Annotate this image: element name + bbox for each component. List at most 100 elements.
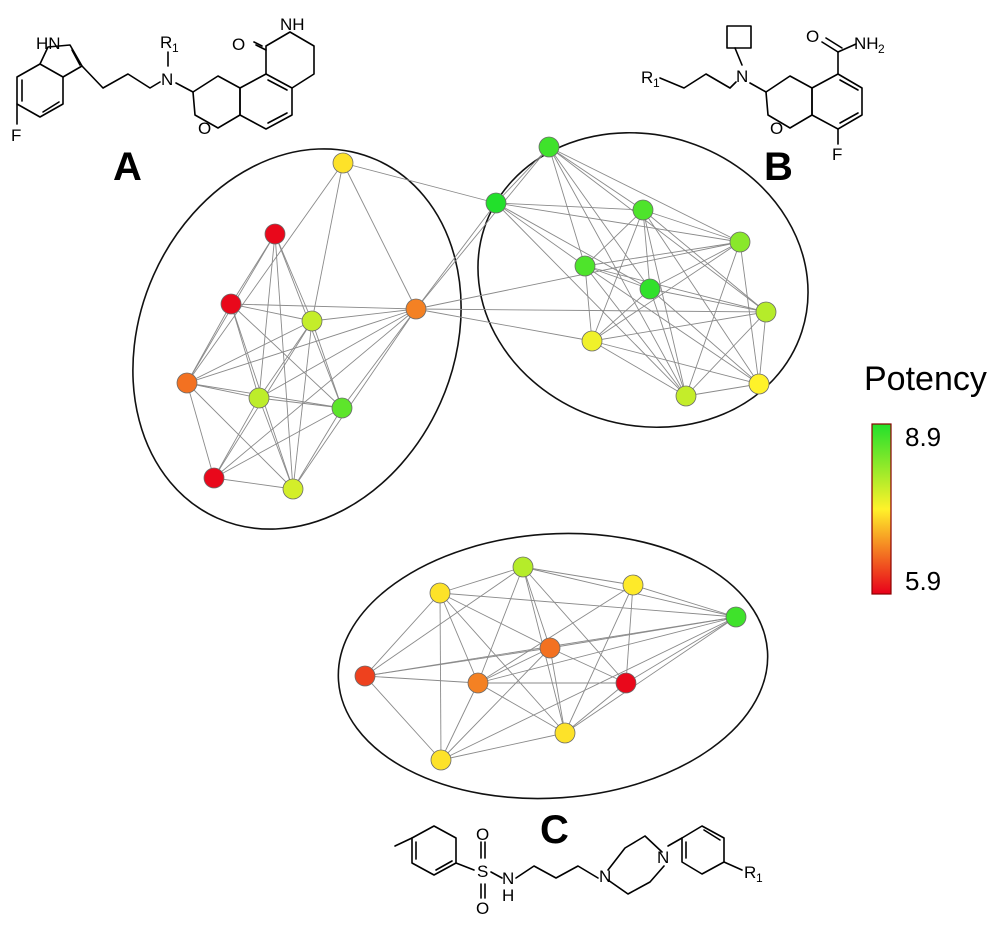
network-edge-b8-b10 <box>591 340 760 385</box>
struct-c-h: H <box>502 886 514 905</box>
struct-c-s: S <box>477 862 488 881</box>
network-edge-b4-b5 <box>584 241 741 267</box>
network-node-a3 <box>220 293 242 315</box>
struct-c-n-right: N <box>657 848 669 867</box>
network-edge-a5-a8 <box>341 308 417 409</box>
struct-b-r-sub: 1 <box>653 76 660 90</box>
struct-c-r-sub: 1 <box>756 871 763 885</box>
network-edge-a8-a10 <box>292 407 343 490</box>
network-node-c10 <box>430 749 452 771</box>
network-edge-a1-a4 <box>311 162 344 322</box>
network-edge-a4-a8 <box>311 320 343 409</box>
network-edge-c2-c5 <box>439 592 737 618</box>
network-edge-b1-b2 <box>495 146 550 204</box>
struct-c-nh: N <box>502 869 514 888</box>
network-edge-c1-c2 <box>364 592 441 677</box>
network-edge-b2-b3 <box>495 202 644 211</box>
network-edge-c4-c8 <box>625 584 634 684</box>
network-edge-b3-b8 <box>591 209 644 342</box>
network-edge-b7-b8 <box>591 311 767 342</box>
network-edge-b3-b6 <box>642 209 651 290</box>
network-edge-a4-a6 <box>186 320 313 384</box>
network-edge-b6-b9 <box>649 288 687 397</box>
network-edge-a3-a5 <box>230 303 417 310</box>
network-edge-b5-b8 <box>584 265 593 342</box>
network-edge-c6-c7 <box>477 647 551 684</box>
network-edge-a3-a7 <box>230 303 260 399</box>
struct-b-r: R <box>641 68 653 87</box>
network-edge-a2-a4 <box>274 233 313 322</box>
network-edge-a2-a7 <box>258 233 276 399</box>
network-node-c1 <box>354 665 376 687</box>
network-edge-c5-c9 <box>564 616 737 734</box>
struct-c-o-bottom: O <box>476 899 489 918</box>
network-edge-b6-b8 <box>591 288 651 342</box>
legend-min-label: 5.9 <box>905 566 941 596</box>
network-node-b7 <box>755 301 777 323</box>
network-edge-c5-c10 <box>440 616 737 761</box>
network-edge-c6-c8 <box>549 647 627 684</box>
network-node-b8 <box>581 330 603 352</box>
network-node-a2 <box>264 223 286 245</box>
struct-a-o-carbonyl: O <box>232 35 245 54</box>
network-edge-c2-c6 <box>439 592 551 649</box>
network-edge-b7-b9 <box>685 311 767 397</box>
cluster-label-b: B <box>764 145 793 189</box>
network-edge-c5-c8 <box>625 616 737 684</box>
network-edge-b3-b4 <box>642 209 741 243</box>
potency-legend: Potency 8.9 5.9 <box>864 360 987 596</box>
network-nodes <box>176 136 777 771</box>
struct-c-r: R <box>744 863 756 882</box>
network-edge-a6-a7 <box>186 382 260 399</box>
network-edge-a5-a10 <box>292 308 417 490</box>
network-edge-b2-b9 <box>495 202 687 397</box>
struct-a-r: R <box>160 33 172 52</box>
network-edge-c8-c9 <box>564 682 627 734</box>
network-edge-b4-b8 <box>591 241 741 342</box>
cluster-label-a: A <box>113 145 142 189</box>
network-edge-c4-c9 <box>564 584 634 734</box>
network-edge-c3-c7 <box>477 566 524 684</box>
network-edge-b1-b7 <box>548 146 767 313</box>
network-edge-a5-a6 <box>186 308 417 384</box>
network-edge-b2-b5 <box>495 202 586 267</box>
network-node-a10 <box>282 478 304 500</box>
cluster-a-outline <box>132 148 462 530</box>
struct-b-nh2-sub: 2 <box>878 42 885 56</box>
network-edge-b2-b6 <box>495 202 651 290</box>
network-edge-a1-a6 <box>186 162 344 384</box>
legend-max-label: 8.9 <box>905 422 941 452</box>
structure-a: HN N R 1 O NH O F <box>11 15 315 145</box>
network-edge-b5-b7 <box>584 265 767 313</box>
network-edge-a4-a10 <box>292 320 313 490</box>
network-node-c2 <box>429 582 451 604</box>
network-edge-b4-b6 <box>649 241 741 290</box>
structure-c: O S O N H N N R 1 <box>394 825 763 918</box>
network-edge-a8-a9 <box>213 407 343 479</box>
network-edge-b8-b9 <box>591 340 687 397</box>
struct-b-f: F <box>832 145 842 164</box>
cluster-label-c: C <box>540 808 569 852</box>
network-node-c4 <box>622 574 644 596</box>
network-node-b2 <box>485 192 507 214</box>
network-edge-b4-b10 <box>739 241 760 385</box>
network-edge-c2-c3 <box>439 566 524 594</box>
network-node-a8 <box>331 397 353 419</box>
network-edge-a4-a7 <box>258 320 313 399</box>
network-edge-a5-a9 <box>213 308 417 479</box>
network-edge-a3-a6 <box>186 303 232 384</box>
network-edge-b3-b5 <box>584 209 644 267</box>
network-edge-b5-b10 <box>584 265 760 385</box>
network-edge-c1-c3 <box>364 566 524 677</box>
struct-a-n: N <box>161 70 173 89</box>
struct-b-nh2: NH <box>854 34 879 53</box>
network-node-a6 <box>176 372 198 394</box>
network-edge-a4-a5 <box>311 308 417 322</box>
cluster-c-outline <box>337 532 769 800</box>
network-node-b9 <box>675 385 697 407</box>
network-edge-a6-a10 <box>186 382 294 490</box>
network-edge-a7-a10 <box>258 397 294 490</box>
network-node-a1 <box>332 152 354 174</box>
struct-a-f: F <box>11 126 21 145</box>
